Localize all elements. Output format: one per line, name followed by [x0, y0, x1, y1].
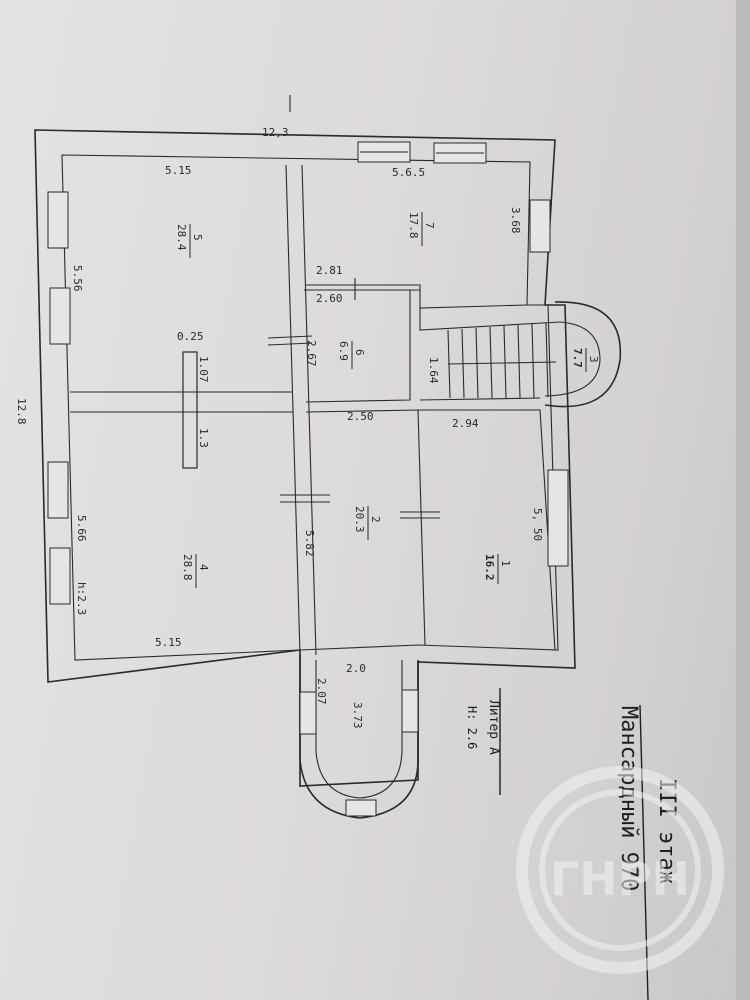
- watermark-letters: ГНРН: [550, 852, 690, 906]
- svg-text:2: 2: [369, 516, 382, 523]
- outer-wall: [34, 129, 576, 787]
- room-5-label: 5 28.4: [175, 224, 204, 258]
- inner-wall: [61, 154, 559, 661]
- stair-bay-inner: [544, 321, 601, 397]
- dim-overall-height: 12.8: [15, 398, 28, 425]
- dimension-ticks: [267, 95, 440, 519]
- svg-text:16.2: 16.2: [483, 554, 496, 581]
- corridor-wall-left: [285, 164, 301, 656]
- svg-text:7: 7: [423, 222, 436, 229]
- bottom-bay-inner: [315, 660, 403, 799]
- svg-text:7.7: 7.7: [571, 348, 584, 368]
- dim-beam-1-3: 1.3: [197, 428, 210, 448]
- room-1-walls: [418, 409, 556, 651]
- room-7-label: 7 17.8: [407, 212, 436, 246]
- corridor-wall-right: [301, 164, 317, 656]
- dim-1-64: 1.64: [427, 357, 440, 384]
- svg-text:1: 1: [499, 560, 512, 567]
- dim-top-left: 5.15: [165, 164, 192, 177]
- dim-beam-1-07: 1.07: [197, 356, 210, 383]
- svg-text:3: 3: [587, 356, 600, 363]
- stair-steps: [447, 322, 557, 399]
- watermark-logo: ГНРН: [516, 766, 724, 974]
- room-1-label: 1 16.2: [483, 554, 512, 584]
- svg-text:28.4: 28.4: [175, 224, 188, 251]
- paper-edge: [736, 0, 750, 1000]
- dim-room4-height: h:2.3: [75, 582, 88, 615]
- svg-text:20.3: 20.3: [353, 506, 366, 533]
- dim-2-0: 2.0: [346, 662, 366, 675]
- dim-overall-width: 12,3: [262, 126, 289, 139]
- dim-room4-side: 5.66: [75, 515, 88, 542]
- dim-2-94: 2.94: [452, 417, 479, 430]
- stair-bottom: [419, 397, 541, 401]
- annotation-underline: [639, 704, 649, 1000]
- dim-bottom-left: 5.15: [155, 636, 182, 649]
- dim-room5-side: 5.56: [71, 265, 84, 292]
- svg-text:6: 6: [353, 349, 366, 356]
- room-7-wall: [305, 284, 528, 309]
- room-6-label: 6 6.9: [337, 341, 366, 369]
- svg-text:6.9: 6.9: [337, 341, 350, 361]
- svg-text:17.8: 17.8: [407, 212, 420, 239]
- stair-top: [419, 308, 561, 331]
- beam: [182, 351, 198, 469]
- dim-2-50: 2.50: [347, 410, 374, 423]
- attic-label: Мансардный 970: [616, 706, 641, 891]
- dim-beam-0-25: 0.25: [177, 330, 204, 343]
- dim-5-50: 5, 50: [531, 508, 544, 541]
- dim-top-right: 5.6.5: [392, 166, 425, 179]
- stair-bay-outer: [544, 301, 622, 408]
- height-label: H: 2.6: [465, 706, 479, 749]
- room-2-label: 2 20.3: [353, 506, 382, 540]
- dim-room7-side: 3.68: [509, 207, 522, 234]
- dim-5-82: 5.82: [303, 530, 316, 557]
- svg-text:28.8: 28.8: [181, 554, 194, 581]
- svg-text:5: 5: [191, 234, 204, 241]
- dim-2-60: 2.60: [316, 292, 343, 305]
- dim-2-67: 2.67: [305, 340, 318, 367]
- litera-label: Литер А: [486, 700, 501, 755]
- bottom-bay-outer: [299, 655, 419, 819]
- dim-2-81: 2.81: [316, 264, 343, 277]
- room-3-label: 3 7.7: [571, 348, 600, 372]
- bay-area-label: 3.73: [351, 702, 364, 729]
- svg-text:4: 4: [197, 564, 210, 571]
- room-6-right: [305, 290, 411, 403]
- dim-2-07: 2.07: [315, 678, 328, 705]
- room-4-label: 4 28.8: [181, 554, 210, 588]
- windows: [47, 141, 569, 817]
